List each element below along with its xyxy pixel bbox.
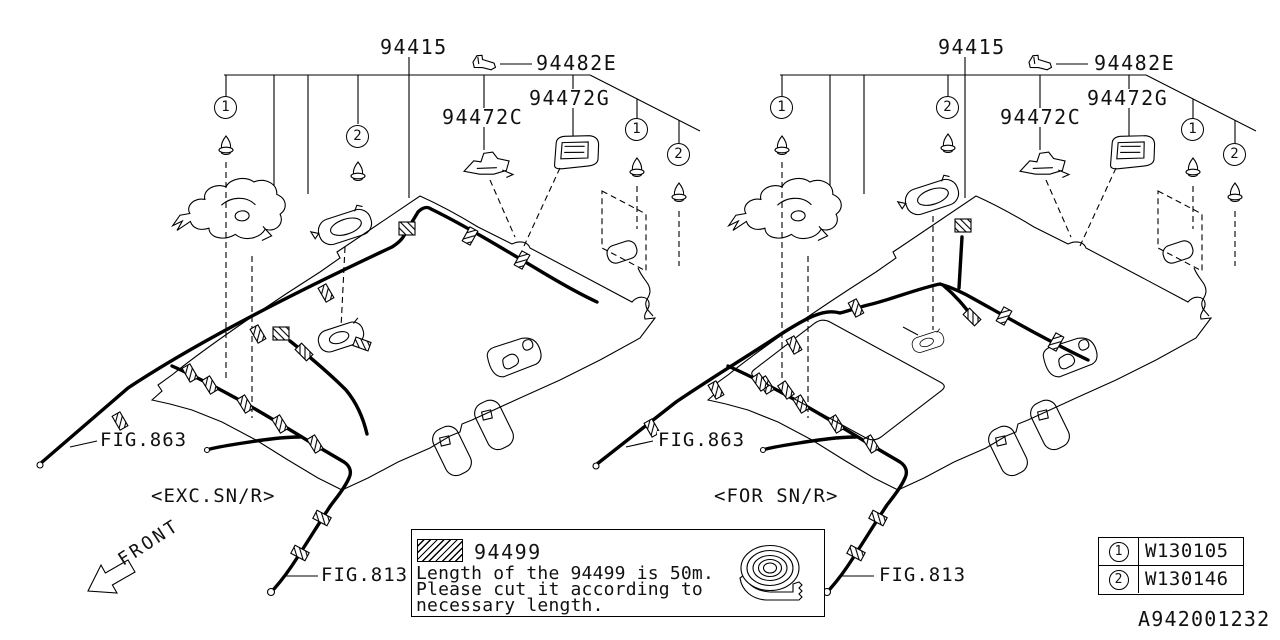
callout-2: 2 <box>936 96 959 119</box>
tape-note-line1: Length of the 94499 is 50m. <box>416 563 714 584</box>
tape-hatch-swatch <box>417 539 463 562</box>
variant-label-exc-sunroof: <EXC.SN/R> <box>150 485 277 507</box>
callout-2: 2 <box>346 125 369 148</box>
fig-ref-863: FIG.863 <box>99 429 189 451</box>
callout-2: 2 <box>667 143 690 166</box>
fig-ref-813: FIG.813 <box>320 564 410 586</box>
part-label-94472g: 94472G <box>1086 86 1170 110</box>
fastener-code: W130105 <box>1145 540 1229 562</box>
callout-1: 1 <box>1181 118 1204 141</box>
part-label-94415: 94415 <box>379 35 449 59</box>
harness-connector <box>272 326 290 341</box>
callout-2: 2 <box>1108 569 1129 590</box>
tape-note-line3: necessary length. <box>416 595 604 616</box>
right-diagram <box>592 54 1256 595</box>
sunroof-opening <box>751 319 945 441</box>
fastener-table: 1 W130105 2 W130146 <box>1098 537 1244 595</box>
table-row: 2 W130146 <box>1099 566 1243 593</box>
dome-lamp-base <box>909 327 947 355</box>
part-label-94472c: 94472C <box>441 105 525 129</box>
harness-connector <box>954 218 972 233</box>
part-label-94472c: 94472C <box>999 105 1083 129</box>
callout-1: 1 <box>770 96 793 119</box>
dome-lamp-base <box>314 316 367 356</box>
table-row: 1 W130105 <box>1099 538 1243 566</box>
callout-1: 1 <box>214 96 237 119</box>
part-label-94472g: 94472G <box>528 86 612 110</box>
lamp-bezel-bracket <box>306 201 376 251</box>
tape-roll-icon <box>739 544 803 601</box>
callout-1: 1 <box>1108 541 1129 562</box>
part-label-94415: 94415 <box>937 35 1007 59</box>
variant-label-for-sunroof: <FOR SN/R> <box>713 485 840 507</box>
trim-clip-icon <box>350 161 366 182</box>
fig-ref-863: FIG.863 <box>657 429 747 451</box>
callout-2: 2 <box>1223 143 1246 166</box>
tape-note-box: 94499 Length of the 94499 is 50m. Please… <box>411 529 825 617</box>
harness-connector <box>398 221 416 236</box>
drawing-number: A942001232 <box>1138 607 1271 631</box>
callout-1: 1 <box>625 118 648 141</box>
trim-clip-icon <box>940 133 956 154</box>
part-label-94499: 94499 <box>474 540 542 564</box>
part-label-94482e: 94482E <box>535 51 619 75</box>
tape-note-line2: Please cut it according to <box>416 579 703 600</box>
fig-ref-813: FIG.813 <box>878 564 968 586</box>
front-arrow-icon <box>87 559 136 594</box>
fastener-code: W130146 <box>1145 568 1229 590</box>
part-label-94482e: 94482E <box>1093 51 1177 75</box>
left-diagram <box>36 54 700 595</box>
